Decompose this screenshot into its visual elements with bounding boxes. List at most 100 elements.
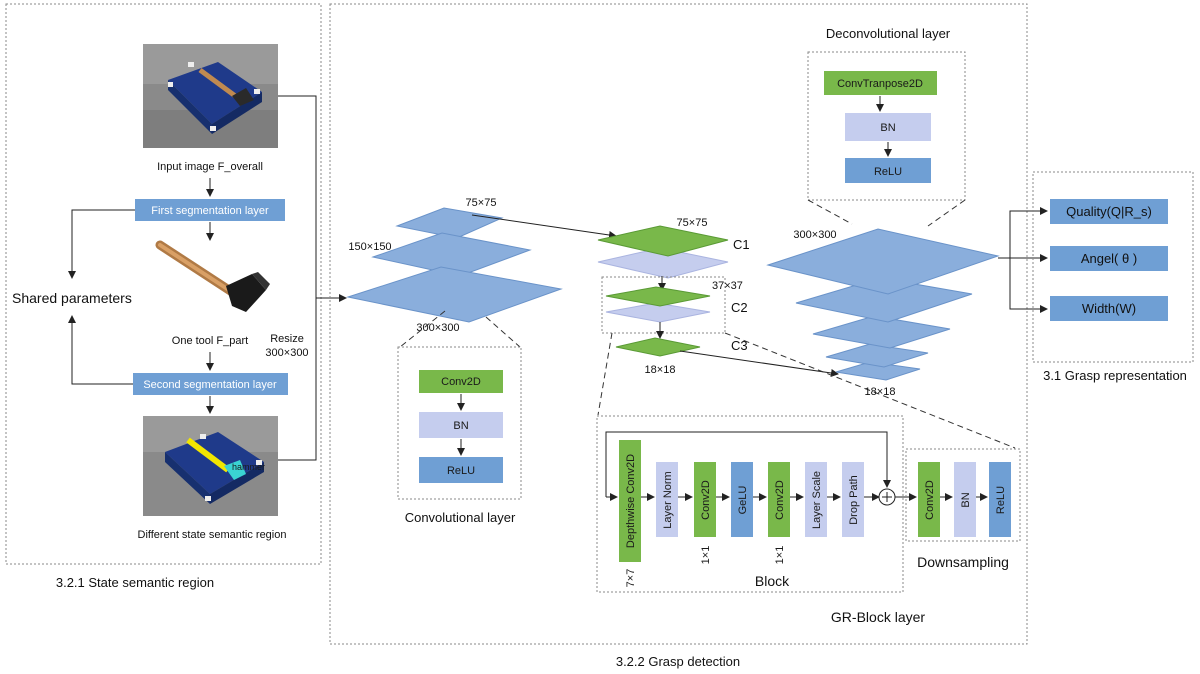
width-label: Width(W) bbox=[1082, 301, 1136, 316]
conv-conv2d-box bbox=[419, 370, 503, 393]
depthwise-conv2d-box bbox=[619, 440, 641, 562]
state-semantic-region-title: 3.2.1 State semantic region bbox=[56, 575, 214, 590]
conv-bn-box bbox=[419, 412, 503, 438]
resize-label-1: Resize bbox=[270, 333, 304, 345]
add-node-icon bbox=[878, 488, 896, 506]
state-semantic-region-panel bbox=[5, 3, 322, 565]
encoder-layer-75 bbox=[395, 207, 504, 239]
ds-conv2d-box bbox=[918, 462, 940, 537]
layer-scale-box bbox=[805, 462, 827, 537]
decoder-layer-18 bbox=[835, 361, 921, 381]
deconvolutional-layer-title: Deconvolutional layer bbox=[826, 26, 951, 41]
grasp-representation-title: 3.1 Grasp representation bbox=[1043, 368, 1187, 383]
decoder-size-18: 18×18 bbox=[865, 386, 896, 398]
c2-layer-green bbox=[605, 286, 711, 307]
input-image-photo bbox=[143, 44, 278, 148]
layer-norm-label: Layer Norm bbox=[662, 471, 674, 528]
conv-bn-label: BN bbox=[453, 420, 468, 432]
zoom-line-gr-right bbox=[724, 332, 1016, 449]
deconv-convtranspose-label: ConvTranpose2D bbox=[837, 78, 923, 90]
deconv-bn-label: BN bbox=[880, 122, 895, 134]
state-region-caption: Different state semantic region bbox=[138, 529, 287, 541]
grasp-detection-panel bbox=[329, 3, 1028, 645]
shared-parameters-label: Shared parameters bbox=[12, 290, 132, 306]
grasp-detection-title: 3.2.2 Grasp detection bbox=[616, 654, 740, 669]
state-region-photo: hammer bbox=[143, 416, 278, 516]
encoder-size-300: 300×300 bbox=[416, 322, 459, 334]
conv2d-1x1-a-kernel: 1×1 bbox=[700, 546, 712, 565]
resize-label-2: 300×300 bbox=[265, 347, 308, 359]
quality-label: Quality(Q|R_s) bbox=[1066, 204, 1152, 219]
hammer-tool-image bbox=[155, 240, 270, 312]
ds-conv2d-label: Conv2D bbox=[924, 480, 936, 520]
angle-box bbox=[1050, 246, 1168, 271]
width-box bbox=[1050, 296, 1168, 321]
depthwise-kernel-label: 7×7 bbox=[625, 569, 637, 588]
quality-box bbox=[1050, 199, 1168, 224]
conv-relu-box bbox=[419, 457, 503, 483]
branch-width bbox=[1009, 258, 1048, 313]
skip-connection bbox=[605, 431, 891, 497]
tool-caption: One tool F_part bbox=[172, 335, 248, 347]
branch-quality bbox=[1009, 207, 1048, 258]
arrow-encoder-to-c1 bbox=[471, 214, 617, 239]
gelu-label: GeLU bbox=[737, 486, 749, 515]
ds-bn-box bbox=[954, 462, 976, 537]
encoder-size-150: 150×150 bbox=[348, 241, 391, 253]
conv-relu-label: ReLU bbox=[447, 465, 475, 477]
c2-size-label: 37×37 bbox=[712, 280, 743, 292]
conv-conv2d-label: Conv2D bbox=[441, 376, 481, 388]
c1-label: C1 bbox=[733, 237, 750, 252]
downsampling-dashed-box bbox=[905, 448, 1021, 542]
decoder-layer-37 bbox=[825, 343, 929, 368]
arrow-seg2-to-shared bbox=[68, 315, 133, 385]
depthwise-conv2d-label: Depthwise Conv2D bbox=[625, 454, 637, 548]
conv2d-1x1-b-kernel: 1×1 bbox=[774, 546, 786, 565]
c3-size-label: 18×18 bbox=[645, 364, 676, 376]
first-segmentation-layer-box bbox=[135, 199, 285, 221]
c1-layer-lavender bbox=[597, 247, 729, 279]
first-segmentation-layer-label: First segmentation layer bbox=[151, 205, 269, 217]
encoder-size-75: 75×75 bbox=[466, 197, 497, 209]
encoder-layer-300 bbox=[346, 266, 563, 323]
deconv-relu-label: ReLU bbox=[874, 166, 902, 178]
ds-relu-box bbox=[989, 462, 1011, 537]
convolutional-layer-box bbox=[397, 346, 522, 500]
connector-top-image bbox=[278, 95, 317, 298]
c2-layer-lavender bbox=[605, 302, 711, 323]
drop-path-label: Drop Path bbox=[848, 475, 860, 525]
gr-block-layer-title: GR-Block layer bbox=[831, 609, 925, 625]
encoder-layer-150 bbox=[371, 232, 532, 277]
ds-relu-label: ReLU bbox=[995, 486, 1007, 514]
decoder-size-300: 300×300 bbox=[793, 229, 836, 241]
layer-scale-label: Layer Scale bbox=[811, 471, 823, 529]
connector-bottom-image bbox=[278, 298, 317, 461]
hammer-region-label: hammer bbox=[232, 462, 265, 472]
c1-size-label: 75×75 bbox=[677, 217, 708, 229]
zoom-line-deconv-left bbox=[807, 199, 853, 225]
conv2d-1x1-a-label: Conv2D bbox=[700, 480, 712, 520]
ds-bn-label: BN bbox=[960, 492, 972, 507]
arrow-seg1-to-shared bbox=[68, 209, 135, 279]
downsampling-title: Downsampling bbox=[917, 554, 1009, 570]
arrow-c3-to-decoder bbox=[679, 350, 839, 377]
deconv-relu-box bbox=[845, 158, 931, 183]
convolutional-layer-title: Convolutional layer bbox=[405, 510, 516, 525]
deconv-bn-box bbox=[845, 113, 931, 141]
layer-norm-box bbox=[656, 462, 678, 537]
grasp-representation-panel bbox=[1032, 171, 1194, 363]
conv2d-1x1-b-label: Conv2D bbox=[774, 480, 786, 520]
input-image-caption: Input image F_overall bbox=[157, 161, 263, 173]
block-title: Block bbox=[755, 573, 790, 589]
angle-label: Angel( θ ) bbox=[1081, 251, 1137, 266]
gr-block-dashed-box bbox=[596, 415, 904, 593]
decoder-layer-300 bbox=[766, 228, 1000, 295]
second-segmentation-layer-box bbox=[133, 373, 288, 395]
drop-path-box bbox=[842, 462, 864, 537]
decoder-layer-75 bbox=[812, 315, 951, 349]
c3-label: C3 bbox=[731, 338, 748, 353]
c3-layer-green bbox=[615, 337, 701, 357]
conv2d-1x1-a-box bbox=[694, 462, 716, 537]
zoom-line-gr-left bbox=[597, 332, 613, 416]
